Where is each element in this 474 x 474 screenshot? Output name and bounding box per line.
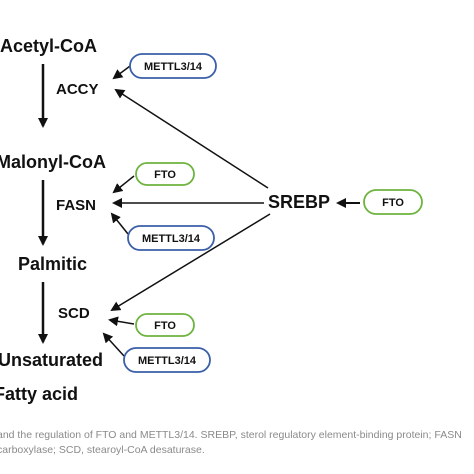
- acetyl-coa-label: Acetyl-CoA: [0, 36, 97, 56]
- caption-line-2: carboxylase; SCD, stearoyl-CoA desaturas…: [0, 444, 205, 456]
- scd-label: SCD: [58, 305, 90, 322]
- arrow-srebp-to-scd: [110, 213, 271, 312]
- pill-srebp-fto: FTO: [363, 189, 423, 215]
- unsaturated-label: Unsaturated: [0, 350, 103, 370]
- fasn-label: FASN: [56, 197, 96, 214]
- pill-fasn-fto: FTO: [135, 162, 195, 186]
- pill-accy-mettl: METTL3/14: [129, 53, 217, 79]
- pill-fasn-mettl: METTL3/14: [127, 225, 215, 251]
- pill-fasn-mettl-label: METTL3/14: [142, 233, 201, 245]
- pill-srebp-fto-label: FTO: [382, 197, 404, 209]
- arrow-mettl-to-accy: [112, 65, 131, 80]
- pill-scd-mettl: METTL3/14: [123, 347, 211, 373]
- malonyl-coa-label: Malonyl-CoA: [0, 152, 106, 172]
- arrow-srebp-to-accy: [114, 88, 269, 189]
- pill-accy-mettl-label: METTL3/14: [144, 61, 203, 73]
- accy-label: ACCY: [56, 81, 99, 98]
- palmitic-label: Palmitic: [18, 254, 87, 274]
- pill-fasn-fto-label: FTO: [154, 169, 176, 181]
- figure-caption: and the regulation of FTO and METTL3/14.…: [0, 428, 474, 458]
- fatty-acid-label: Fatty acid: [0, 384, 78, 404]
- pill-scd-fto-label: FTO: [154, 320, 176, 332]
- caption-line-1: and the regulation of FTO and METTL3/14.…: [0, 429, 462, 441]
- arrow-mettl-to-fasn: [110, 212, 129, 235]
- pill-scd-fto: FTO: [135, 313, 195, 337]
- arrow-fto-to-scd: [108, 316, 135, 327]
- pill-scd-mettl-label: METTL3/14: [138, 355, 197, 367]
- arrow-fto-to-fasn: [112, 175, 135, 194]
- srebp-label: SREBP: [268, 192, 330, 212]
- arrow-mettl-to-scd: [102, 332, 125, 357]
